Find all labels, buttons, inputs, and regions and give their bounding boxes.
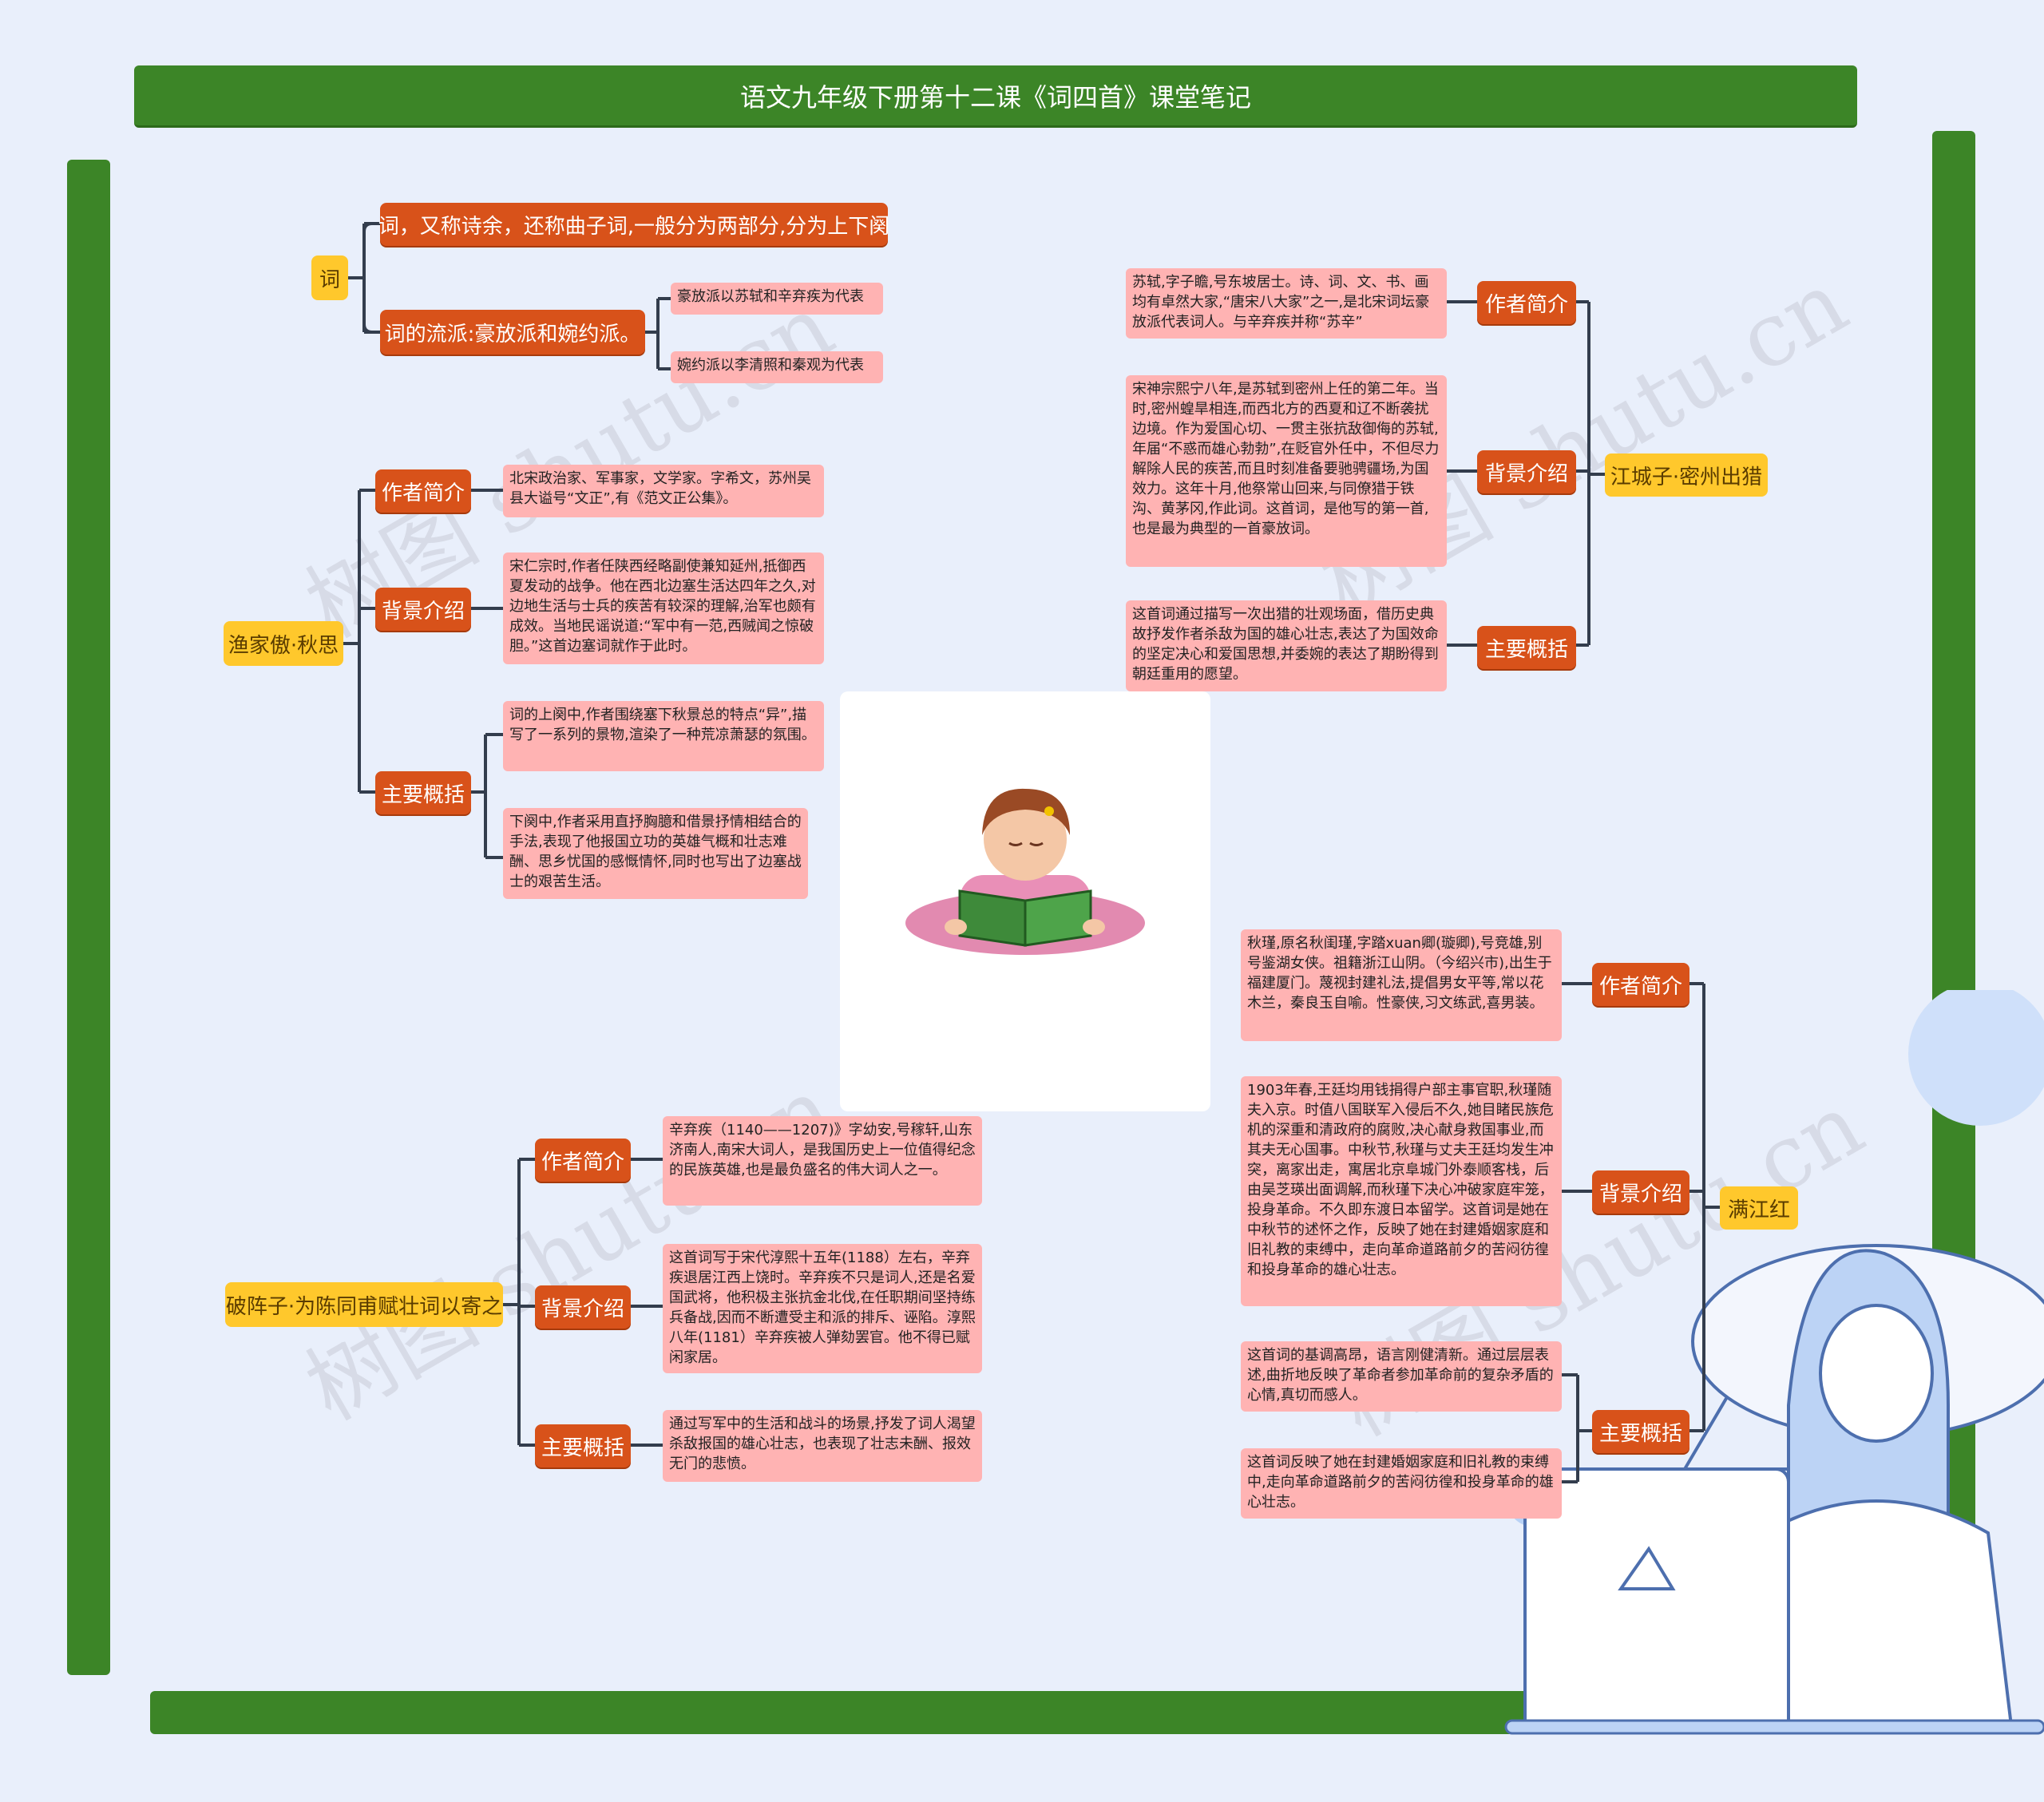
topic-ci[interactable]: 词	[311, 255, 348, 300]
ci-wanyue[interactable]: 婉约派以李清照和秦观为代表	[671, 351, 883, 383]
yujia-main-2[interactable]: 下阕中,作者采用直抒胸臆和借景抒情相结合的手法,表现了他报国立功的英雄气概和壮志…	[503, 808, 808, 899]
manjiang-main-2[interactable]: 这首词反映了她在封建婚姻家庭和旧礼教的束缚中,走向革命道路前夕的苦闷彷徨和投身革…	[1241, 1448, 1562, 1519]
pozhen-bg-label[interactable]: 背景介绍	[535, 1285, 631, 1329]
jiangcheng-author-label[interactable]: 作者简介	[1477, 281, 1576, 324]
pozhen-author-label[interactable]: 作者简介	[535, 1139, 631, 1182]
frame-left-bar	[67, 160, 110, 1675]
yujia-bg[interactable]: 宋仁宗时,作者任陕西经略副使兼知延州,抵御西夏发动的战争。他在西北边塞生活达四年…	[503, 552, 824, 664]
yujia-author-label[interactable]: 作者简介	[375, 469, 471, 513]
girl-reading-illustration	[905, 788, 1145, 955]
manjiang-author[interactable]: 秋瑾,原名秋闺瑾,字踏xuan卿(璇卿),号竞雄,别号鉴湖女侠。祖籍浙江山阴。（…	[1241, 929, 1562, 1041]
manjiang-author-label[interactable]: 作者简介	[1592, 963, 1689, 1006]
jiangcheng-bg[interactable]: 宋神宗熙宁八年,是苏轼到密州上任的第二年。当时,密州蝗旱相连,而西北方的西夏和辽…	[1126, 375, 1447, 567]
yujia-bg-label[interactable]: 背景介绍	[375, 588, 471, 631]
jiangcheng-main[interactable]: 这首词通过描写一次出猎的壮观场面，借历史典故抒发作者杀敌为国的雄心壮志,表达了为…	[1126, 600, 1447, 691]
jiangcheng-author[interactable]: 苏轼,字子瞻,号东坡居士。诗、词、文、书、画均有卓然大家,“唐宋八大家”之一,是…	[1126, 268, 1447, 339]
topic-jiangcheng[interactable]: 江城子·密州出猎	[1605, 453, 1768, 497]
woman-laptop-illustration	[1504, 990, 2044, 1735]
topic-pozhen[interactable]: 破阵子·为陈同甫赋壮词以寄之	[225, 1282, 503, 1327]
manjiang-main-label[interactable]: 主要概括	[1592, 1410, 1689, 1453]
ci-haofang[interactable]: 豪放派以苏轼和辛弃疾为代表	[671, 283, 883, 315]
ci-schools[interactable]: 词的流派:豪放派和婉约派。	[380, 310, 645, 354]
pozhen-main-label[interactable]: 主要概括	[535, 1424, 631, 1467]
manjiang-bg[interactable]: 1903年春,王廷均用钱捐得户部主事官职,秋瑾随夫入京。时值八国联军入侵后不久,…	[1241, 1076, 1562, 1306]
ci-definition[interactable]: 词，又称诗余，还称曲子词,一般分为两部分,分为上下阕	[378, 203, 889, 246]
topic-manjiang[interactable]: 满江红	[1720, 1186, 1798, 1230]
pozhen-main[interactable]: 通过写军中的生活和战斗的场景,抒发了词人渴望杀敌报国的雄心壮志，也表现了壮志未酬…	[663, 1410, 982, 1482]
center-image-card	[840, 691, 1210, 1111]
jiangcheng-bg-label[interactable]: 背景介绍	[1477, 450, 1576, 493]
pozhen-author[interactable]: 辛弃疾（1140——1207)》字幼安,号稼轩,山东济南人,南宋大词人，是我国历…	[663, 1116, 982, 1206]
jiangcheng-main-label[interactable]: 主要概括	[1477, 626, 1576, 669]
yujia-main-label[interactable]: 主要概括	[375, 771, 471, 814]
manjiang-bg-label[interactable]: 背景介绍	[1592, 1170, 1689, 1214]
yujia-main-1[interactable]: 词的上阕中,作者围绕塞下秋景总的特点“异”,描写了一系列的景物,渲染了一种荒凉萧…	[503, 701, 824, 771]
manjiang-main-1[interactable]: 这首词的基调高昂，语言刚健清新。通过层层表述,曲折地反映了革命者参加革命前的复杂…	[1241, 1341, 1562, 1412]
yujia-author[interactable]: 北宋政治家、军事家，文学家。字希文，苏州吴县大谥号“文正”,有《范文正公集》。	[503, 465, 824, 517]
topic-yujia[interactable]: 渔家傲·秋思	[224, 621, 343, 666]
page-title: 语文九年级下册第十二课《词四首》课堂笔记	[134, 65, 1857, 128]
pozhen-bg[interactable]: 这首词写于宋代淳熙十五年(1188）左右，辛弃疾退居江西上饶时。辛弃疾不只是词人…	[663, 1244, 982, 1373]
